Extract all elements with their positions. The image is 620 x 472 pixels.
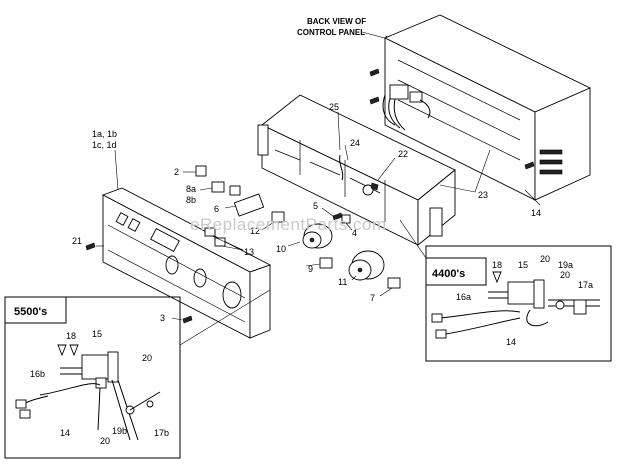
inset-4400-label-17a: 17a	[578, 280, 593, 290]
switch-2	[183, 165, 207, 177]
inset-5500: 5500's 18 15 20 16b 14 19b 20 17b	[4, 289, 271, 459]
callout-5: 5	[313, 201, 318, 211]
watermark: eReplacementParts.com	[190, 215, 387, 234]
callout-8a: 8a	[186, 184, 196, 194]
callout-11: 11	[338, 277, 347, 287]
inset-5500-pointer	[179, 289, 271, 346]
inset-5500-label-17b: 17b	[154, 428, 169, 438]
back-cover	[369, 14, 592, 201]
inset-5500-label-19b: 19b	[112, 426, 127, 436]
callout-1a-1b: 1a, 1b	[92, 129, 117, 139]
inset-4400-label-14: 14	[506, 337, 516, 347]
callout-3: 3	[160, 313, 165, 323]
inset-5500-title-box	[5, 297, 67, 324]
inset-4400-label-20b: 20	[560, 270, 570, 280]
leader-22	[377, 157, 396, 181]
callout-8b: 8b	[186, 195, 196, 205]
back-view-caption-line2: CONTROL PANEL	[297, 28, 365, 37]
inset-4400-label-18: 18	[492, 260, 502, 270]
solenoid-4400	[507, 281, 539, 305]
leader-1	[114, 149, 119, 191]
back-view-caption-line1: BACK VIEW OF	[307, 17, 366, 26]
inset-4400-label-16a: 16a	[456, 292, 471, 302]
inset-4400: 4400's 18 15 20 19a 20 17a 16a 14	[399, 219, 612, 362]
callout-13: 13	[244, 247, 254, 257]
inset-5500-label-16b: 16b	[30, 369, 45, 379]
inset-4400-title-box	[426, 257, 487, 286]
inset-4400-label-20a: 20	[540, 254, 550, 264]
parts-5-4	[321, 207, 353, 231]
leader-23a	[439, 184, 476, 193]
callout-23: 23	[478, 190, 488, 200]
inset-5500-title: 5500's	[14, 306, 47, 318]
inset-5500-label-15: 15	[92, 329, 102, 339]
callout-1c-1d: 1c, 1d	[92, 140, 117, 150]
parts-13	[204, 227, 244, 251]
callout-21: 21	[72, 236, 82, 246]
receptacle-6	[224, 193, 265, 217]
control-panel-housing	[257, 94, 456, 246]
part-9	[305, 257, 333, 269]
callout-7: 7	[370, 293, 375, 303]
inset-4400-title: 4400's	[432, 268, 465, 280]
inset-4400-label-15: 15	[518, 260, 528, 270]
callout-22: 22	[398, 149, 408, 159]
inset-5500-label-18: 18	[66, 331, 76, 341]
solenoid-5500	[81, 354, 113, 380]
receptacle-10	[287, 223, 333, 249]
callout-6: 6	[214, 204, 219, 214]
leader-25	[337, 111, 341, 151]
inset-5500-label-20a: 20	[142, 353, 152, 363]
wiring-harness	[382, 84, 431, 131]
screw-3	[182, 315, 193, 324]
receptacle-11	[348, 250, 385, 281]
callout-14: 14	[531, 208, 541, 218]
front-panel	[101, 187, 272, 339]
screw-21	[85, 242, 96, 251]
callout-2: 2	[174, 167, 179, 177]
inset-5500-label-14: 14	[60, 428, 70, 438]
inset-4400-frame	[425, 245, 612, 362]
inset-5500-frame	[4, 296, 181, 459]
leader-23b	[474, 149, 491, 193]
callout-12: 12	[250, 226, 260, 236]
callout-24: 24	[350, 138, 360, 148]
callout-4: 4	[352, 228, 357, 238]
callout-25: 25	[329, 102, 339, 112]
inset-5500-label-20b: 20	[100, 436, 110, 446]
callout-9: 9	[308, 264, 313, 274]
part-7	[379, 277, 401, 297]
inset-4400-label-19a: 19a	[558, 260, 573, 270]
leader-24	[344, 144, 349, 161]
callout-10: 10	[276, 244, 286, 254]
inset-4400-pointer	[399, 219, 427, 259]
receptacle-12	[261, 211, 285, 231]
breaker-8	[199, 181, 241, 196]
leader-14-back	[524, 189, 541, 206]
